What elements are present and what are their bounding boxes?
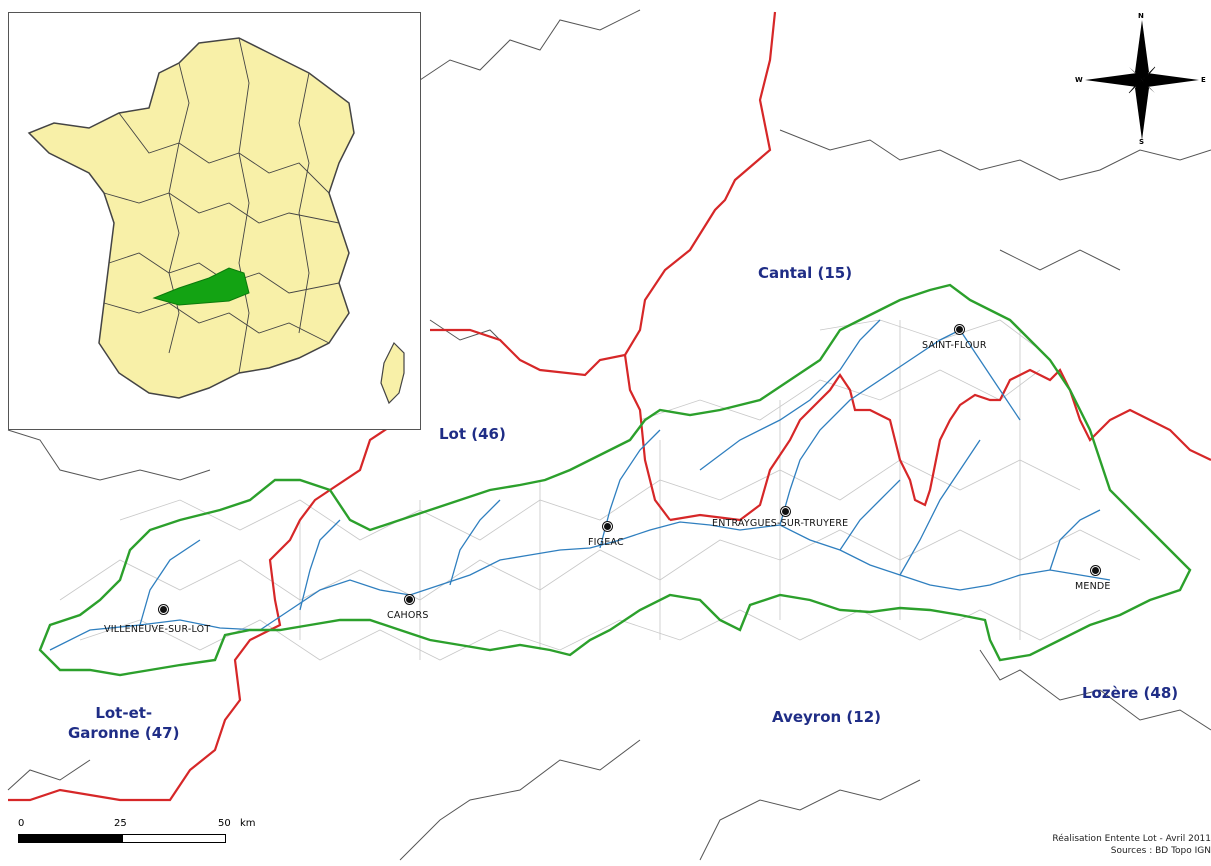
map-credits: Réalisation Entente Lot - Avril 2011 Sou… <box>1021 833 1211 857</box>
department-borders <box>8 11 1211 802</box>
town-label-saint-flour: SAINT-FLOUR <box>922 340 987 351</box>
town-label-villeneuve: VILLENEUVE-SUR-LOT <box>104 624 211 635</box>
credits-line1: Réalisation Entente Lot - Avril 2011 <box>1052 834 1211 844</box>
compass-north: N <box>1138 12 1144 20</box>
inset-basin-fill <box>152 267 250 306</box>
town-label-figeac: FIGEAC <box>588 537 624 548</box>
dept-label-lot-et-garonne-line1: Lot-et- <box>95 704 153 722</box>
town-dot-icon <box>603 522 612 531</box>
dept-label-lozere: Lozère (48) <box>1082 684 1179 702</box>
dept-label-lot: Lot (46) <box>439 425 506 443</box>
inset-department-lines <box>103 37 340 374</box>
town-dot-icon <box>781 507 790 516</box>
scale-bar: 0 25 50 km <box>18 818 318 858</box>
dept-label-lot-et-garonne: Lot-et- Garonne (47) <box>68 703 179 743</box>
compass-west: W <box>1075 76 1083 84</box>
dept-label-aveyron: Aveyron (12) <box>772 708 881 726</box>
basin-outline <box>38 283 1192 677</box>
compass-south: S <box>1139 138 1145 146</box>
dept-label-cantal: Cantal (15) <box>758 264 853 282</box>
corsica-outline <box>380 341 405 405</box>
france-outline <box>27 37 355 399</box>
credits-line2: Sources : BD Topo IGN <box>1110 846 1211 856</box>
compass-east: E <box>1201 76 1206 84</box>
town-label-mende: MENDE <box>1075 581 1111 592</box>
inset-canvas <box>27 37 405 405</box>
scale-tick-0: 0 <box>18 818 25 829</box>
town-dot-icon <box>1091 566 1100 575</box>
river-network <box>49 319 1111 651</box>
scale-segment-2 <box>122 834 226 843</box>
scale-unit: km <box>240 818 256 829</box>
town-dot-icon <box>955 325 964 334</box>
neighbour-borders <box>7 9 1211 861</box>
dept-label-lot-et-garonne-line2: Garonne (47) <box>68 724 180 742</box>
town-label-entraygues: ENTRAYGUES-SUR-TRUYERE <box>712 518 849 529</box>
compass-rose-icon <box>1085 20 1199 140</box>
compass-rose: N S W E <box>1075 12 1209 148</box>
town-label-cahors: CAHORS <box>387 610 429 621</box>
town-dot-icon <box>405 595 414 604</box>
scale-tick-50: 50 <box>218 818 231 829</box>
scale-segment-1 <box>18 834 122 843</box>
town-dot-icon <box>159 605 168 614</box>
inset-map-france <box>8 12 421 430</box>
scale-tick-25: 25 <box>114 818 127 829</box>
